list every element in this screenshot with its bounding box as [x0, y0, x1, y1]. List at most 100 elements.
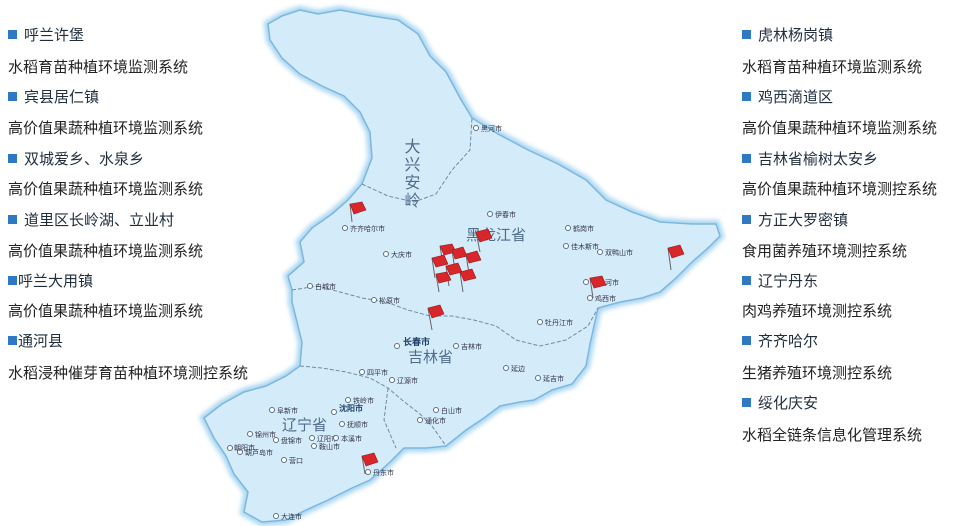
svg-text:朝阳市: 朝阳市 [234, 443, 255, 452]
city-mudanjiang: 牡丹江市 [537, 318, 573, 327]
label-daxinganling: 大兴安岭 [402, 138, 421, 210]
svg-text:大连市: 大连市 [281, 512, 302, 521]
city-changchun: 长春市 [394, 336, 430, 349]
left-entry-1-location: 呼兰许堡 [8, 24, 84, 45]
svg-text:抚顺市: 抚顺市 [347, 420, 368, 429]
svg-text:通化市: 通化市 [425, 416, 446, 425]
svg-text:松原市: 松原市 [379, 296, 400, 305]
flag-dandong[interactable] [361, 452, 379, 475]
right-entry-5-system: 肉鸡养殖环境测控系统 [742, 302, 893, 320]
right-entry-5-location: 辽宁丹东 [742, 270, 818, 291]
city-qiqihar: 齐齐哈尔市 [342, 224, 385, 233]
svg-text:鸡西市: 鸡西市 [595, 294, 616, 303]
left-entry-3-location: 双城爱乡、水泉乡 [8, 148, 144, 169]
city-daqing: 大庆市 [383, 250, 412, 259]
square-bullet-icon [742, 398, 751, 407]
label-liaoning: 辽宁省 [282, 416, 327, 434]
svg-text:沈阳市: 沈阳市 [339, 403, 363, 413]
square-bullet-icon [8, 30, 17, 39]
city-tieling: 铁岭市 [345, 396, 374, 405]
svg-text:铁岭市: 铁岭市 [353, 396, 374, 405]
left-entry-6-system: 水稻浸种催芽育苗种植环境测控系统 [8, 364, 249, 382]
left-entry-2-location: 宾县居仁镇 [8, 86, 99, 107]
city-liaoyang: 辽阳市 [309, 434, 338, 443]
city-songyuan: 松原市 [371, 296, 400, 305]
city-baishan: 白山市 [433, 406, 462, 415]
city-yanbian: 延边 [503, 364, 525, 373]
square-bullet-icon [742, 30, 751, 39]
city-tonghua: 通化市 [417, 416, 446, 425]
city-dalian: 大连市 [273, 512, 302, 521]
left-entry-2-system: 高价值果蔬种植环境监测系统 [8, 119, 204, 137]
svg-text:营口: 营口 [289, 456, 303, 465]
svg-text:四平市: 四平市 [367, 368, 388, 377]
flag-harbin-2[interactable] [451, 246, 468, 271]
square-bullet-icon [742, 92, 751, 101]
left-entry-5-system: 高价值果蔬种植环境监测系统 [8, 302, 204, 320]
map-landmass [203, 9, 721, 523]
flag-qiqihar[interactable] [349, 201, 367, 223]
svg-text:佳木斯市: 佳木斯市 [571, 242, 599, 251]
border-daxinganling [361, 117, 473, 203]
flag-harbin-6[interactable] [459, 268, 477, 293]
city-jilin: 吉林市 [453, 342, 482, 351]
left-entry-1-system: 水稻育苗种植环境监测系统 [8, 58, 189, 76]
city-baicheng: 白城市 [307, 282, 336, 291]
city-benxi: 本溪市 [333, 434, 362, 443]
right-entry-4-system: 食用菌养殖环境测控系统 [742, 242, 908, 260]
label-jilin: 吉林省 [408, 348, 453, 366]
square-bullet-icon [742, 154, 751, 163]
square-bullet-icon [8, 336, 17, 345]
right-entry-3-system: 高价值果蔬种植环境测控系统 [742, 180, 938, 198]
right-entry-6-system: 生猪养殖环境测控系统 [742, 364, 893, 382]
flag-suihua-qingan[interactable] [475, 228, 493, 253]
border-inner-liaoning [383, 387, 397, 449]
right-entry-4-location: 方正大罗密镇 [742, 209, 848, 230]
svg-text:鹤岗市: 鹤岗市 [573, 224, 594, 233]
svg-text:黑河市: 黑河市 [481, 124, 502, 133]
flag-harbin-4[interactable] [431, 254, 449, 279]
square-bullet-icon [742, 276, 751, 285]
svg-text:延边: 延边 [511, 364, 525, 373]
right-entry-7-system: 水稻全链条信息化管理系统 [742, 426, 923, 444]
left-entry-5-location: 呼兰大用镇 [8, 270, 93, 291]
flag-harbin-7[interactable] [435, 271, 452, 293]
flag-jilin-yushu[interactable] [427, 304, 445, 331]
city-hegang: 鹤岗市 [565, 224, 594, 233]
svg-text:齐齐哈尔市: 齐齐哈尔市 [350, 224, 385, 233]
svg-text:辽阳市: 辽阳市 [317, 434, 338, 443]
city-fuxin: 阜新市 [269, 406, 298, 415]
city-shenyang: 沈阳市 [331, 403, 363, 415]
svg-text:葫芦岛市: 葫芦岛市 [245, 448, 273, 457]
right-entry-3-location: 吉林省榆树太安乡 [742, 148, 878, 169]
border-heilongjiang-jilin [291, 285, 599, 347]
svg-text:本溪市: 本溪市 [341, 434, 362, 443]
city-jinzhou: 锦州市 [247, 430, 276, 439]
svg-text:白山市: 白山市 [441, 406, 462, 415]
right-entry-7-location: 绥化庆安 [742, 392, 818, 413]
flag-hulin[interactable] [667, 244, 685, 271]
svg-text:盘锦市: 盘锦市 [281, 436, 302, 445]
left-entry-4-location: 道里区长岭湖、立业村 [8, 209, 174, 230]
label-heilongjiang: 黑龙江省 [466, 226, 526, 244]
svg-text:辽源市: 辽源市 [397, 376, 418, 385]
left-entry-4-system: 高价值果蔬种植环境监测系统 [8, 242, 204, 260]
svg-text:牡丹江市: 牡丹江市 [545, 318, 573, 327]
right-entry-1-location: 虎林杨岗镇 [742, 24, 833, 45]
city-heihe: 黑河市 [473, 124, 502, 133]
square-bullet-icon [8, 215, 17, 224]
right-entry-2-system: 高价值果蔬种植环境监测系统 [742, 119, 938, 137]
city-fushun: 抚顺市 [339, 420, 368, 429]
square-bullet-icon [8, 276, 17, 285]
square-bullet-icon [8, 92, 17, 101]
svg-text:长春市: 长春市 [403, 336, 430, 348]
flag-jixi[interactable] [589, 275, 607, 299]
svg-text:阜新市: 阜新市 [277, 406, 298, 415]
svg-text:鞍山市: 鞍山市 [319, 442, 340, 451]
svg-text:伊春市: 伊春市 [495, 210, 516, 219]
city-anshan: 鞍山市 [311, 442, 340, 451]
svg-text:吉林市: 吉林市 [461, 342, 482, 351]
city-yanji: 延吉市 [535, 374, 564, 383]
city-huludao: 葫芦岛市 [237, 448, 273, 457]
